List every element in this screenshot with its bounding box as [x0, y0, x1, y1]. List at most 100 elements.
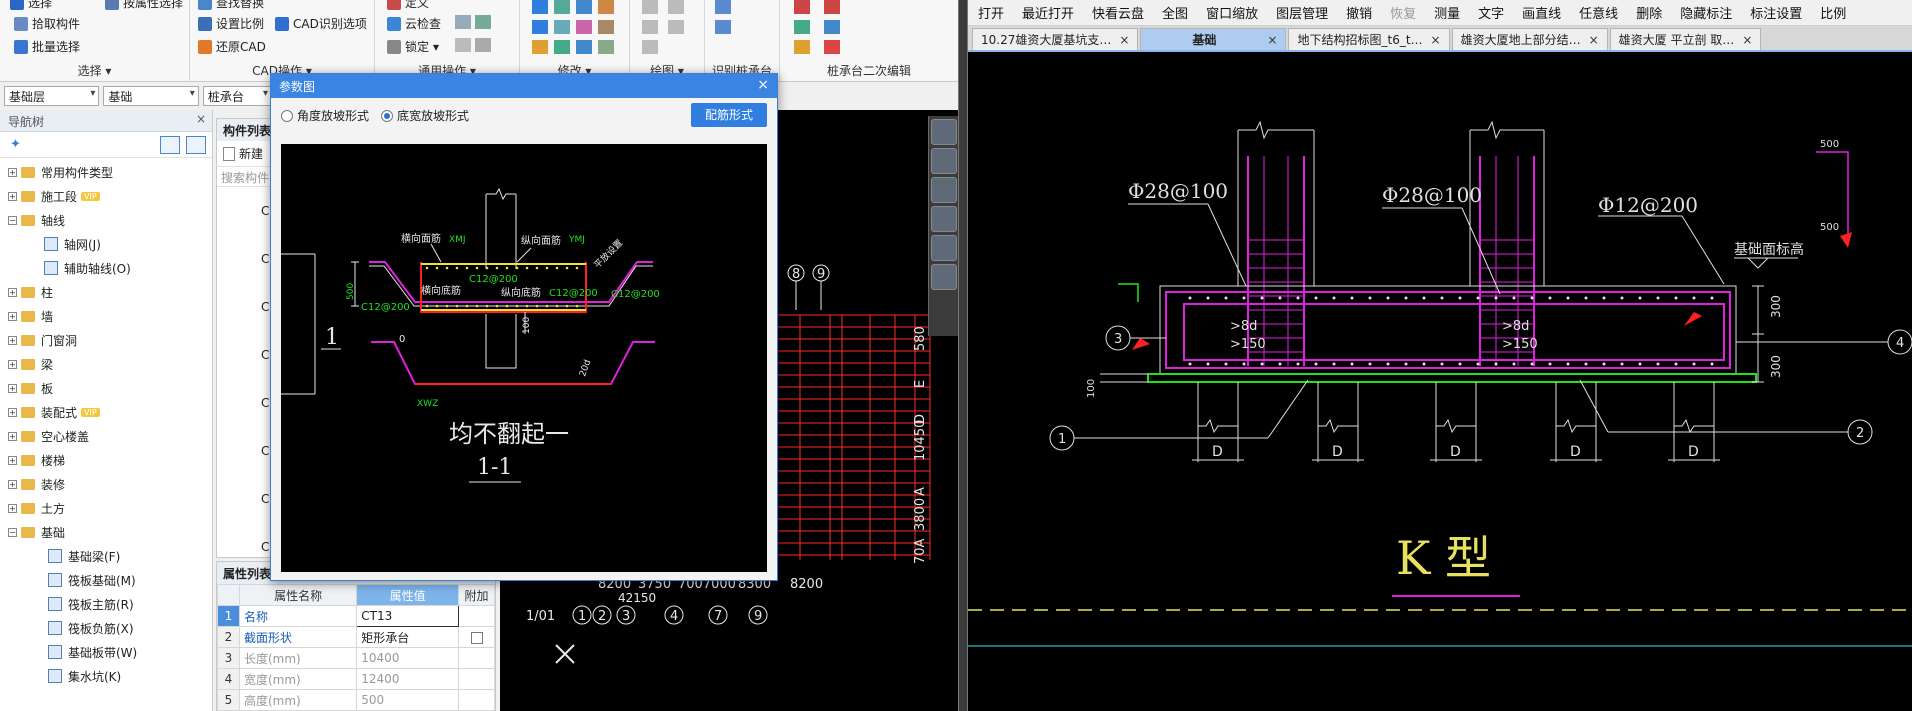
- nav-item[interactable]: +门窗洞: [0, 328, 212, 352]
- collapse-icon[interactable]: −: [8, 527, 17, 537]
- pin-icon[interactable]: ✦: [10, 137, 21, 152]
- restore-cad-button[interactable]: 还原CAD: [198, 38, 266, 55]
- brush-icon[interactable]: [598, 20, 614, 34]
- set-scale-button[interactable]: 设置比例: [198, 15, 264, 32]
- nav-item[interactable]: +墙: [0, 304, 212, 328]
- nav-item[interactable]: +楼梯: [0, 448, 212, 472]
- nav-item[interactable]: −轴线: [0, 208, 212, 232]
- list-item[interactable]: C: [217, 475, 495, 523]
- snap-icon[interactable]: [455, 38, 471, 52]
- nav-item[interactable]: 辅助轴线(O): [0, 256, 212, 280]
- 3d-view-icon[interactable]: [931, 148, 957, 174]
- delete-icon[interactable]: [794, 0, 810, 14]
- menu-item[interactable]: 删除: [1636, 7, 1663, 22]
- close-icon[interactable]: ×: [757, 77, 769, 93]
- rect-icon[interactable]: [668, 20, 684, 34]
- expand-icon[interactable]: +: [8, 479, 17, 489]
- prop-value[interactable]: 矩形承台: [356, 626, 459, 648]
- nav-item[interactable]: +柱: [0, 280, 212, 304]
- define-button[interactable]: 定义: [387, 0, 429, 11]
- nav-item[interactable]: 筏板主筋(R): [0, 592, 212, 616]
- menu-item[interactable]: 图层管理: [1276, 7, 1329, 22]
- list-item[interactable]: C: [217, 379, 495, 427]
- pick-component-button[interactable]: 拾取构件: [14, 15, 80, 32]
- list-item[interactable]: C: [217, 331, 495, 379]
- find-replace-button[interactable]: 查找替换: [198, 0, 264, 11]
- rotate-view-icon[interactable]: [931, 235, 957, 261]
- nav-item[interactable]: +土方: [0, 496, 212, 520]
- select-by-property-button[interactable]: 按属性选择: [105, 0, 183, 11]
- document-tab[interactable]: 雄资大厦 平立剖 取…×: [1609, 28, 1762, 50]
- window-divider[interactable]: [958, 0, 968, 711]
- close-icon[interactable]: ×: [195, 112, 206, 126]
- extend-icon[interactable]: [576, 0, 592, 14]
- nav-item[interactable]: 基础板带(W): [0, 640, 212, 664]
- point-icon[interactable]: [668, 0, 684, 14]
- nav-item[interactable]: 基础梁(F): [0, 544, 212, 568]
- nav-item[interactable]: +梁: [0, 352, 212, 376]
- cad-options-button[interactable]: CAD识别选项: [275, 15, 367, 32]
- new-button[interactable]: 新建: [239, 147, 264, 161]
- close-icon[interactable]: ×: [1430, 32, 1441, 47]
- list-view-icon[interactable]: [160, 136, 180, 154]
- mirror-icon[interactable]: [532, 20, 548, 34]
- close-icon[interactable]: ×: [1267, 32, 1278, 47]
- expand-icon[interactable]: +: [8, 191, 17, 201]
- document-tab[interactable]: 雄资大厦地上部分结…×: [1451, 28, 1608, 50]
- view-icon[interactable]: [824, 40, 840, 54]
- prop-value[interactable]: 10400: [356, 647, 459, 669]
- orbit-icon[interactable]: [931, 119, 957, 145]
- component-select[interactable]: 桩承台: [202, 86, 272, 106]
- list-item[interactable]: C: [217, 187, 495, 235]
- nav-item[interactable]: +常用构件类型: [0, 160, 212, 184]
- check-icon[interactable]: [794, 40, 810, 54]
- menu-item[interactable]: 隐藏标注: [1680, 7, 1733, 22]
- list-item[interactable]: C: [217, 427, 495, 475]
- arc-icon[interactable]: [642, 40, 658, 54]
- expand-icon[interactable]: +: [8, 311, 17, 321]
- cube-icon[interactable]: [931, 177, 957, 203]
- angle-slope-radio[interactable]: 角度放坡形式: [281, 107, 369, 124]
- nav-item[interactable]: 筏板负筋(X): [0, 616, 212, 640]
- batch-select-button[interactable]: 批量选择: [14, 38, 80, 55]
- rebar-form-button[interactable]: 配筋形式: [690, 103, 767, 127]
- scale-tool-icon[interactable]: [554, 40, 570, 54]
- rebar-icon[interactable]: [824, 20, 840, 34]
- menu-item[interactable]: 打开: [978, 7, 1005, 22]
- menu-item[interactable]: 撤销: [1346, 7, 1373, 22]
- expand-icon[interactable]: +: [8, 287, 17, 297]
- line-icon[interactable]: [642, 0, 658, 14]
- offset-icon[interactable]: [598, 0, 614, 14]
- expand-icon[interactable]: +: [8, 359, 17, 369]
- menu-item[interactable]: 快看云盘: [1092, 7, 1145, 22]
- width-slope-radio[interactable]: 底宽放坡形式: [381, 107, 469, 124]
- menu-item[interactable]: 比例: [1820, 7, 1847, 22]
- recognize-table-icon[interactable]: [715, 20, 731, 34]
- menu-item[interactable]: 画直线: [1522, 7, 1562, 22]
- filter-icon[interactable]: [475, 38, 491, 52]
- menu-item[interactable]: 最近打开: [1022, 7, 1075, 22]
- document-tab[interactable]: 基础×: [1140, 28, 1287, 50]
- lock-button[interactable]: 锁定 ▾: [387, 38, 439, 55]
- list-item[interactable]: C: [217, 235, 495, 283]
- expand-icon[interactable]: +: [8, 431, 17, 441]
- nav-item[interactable]: −基础: [0, 520, 212, 544]
- prop-value[interactable]: 12400: [356, 668, 459, 690]
- list-item[interactable]: C: [217, 523, 495, 571]
- select-button[interactable]: 选择: [10, 0, 52, 11]
- copy-icon[interactable]: [455, 15, 471, 29]
- expand-icon[interactable]: +: [8, 335, 17, 345]
- close-icon[interactable]: ×: [1742, 32, 1753, 47]
- expand-icon[interactable]: +: [8, 503, 17, 513]
- nav-item[interactable]: 轴网(J): [0, 232, 212, 256]
- floor-select[interactable]: 基础层: [4, 86, 100, 106]
- cloud-check-button[interactable]: 云检查: [387, 15, 441, 32]
- fillet-icon[interactable]: [598, 40, 614, 54]
- rotate-icon[interactable]: [532, 40, 548, 54]
